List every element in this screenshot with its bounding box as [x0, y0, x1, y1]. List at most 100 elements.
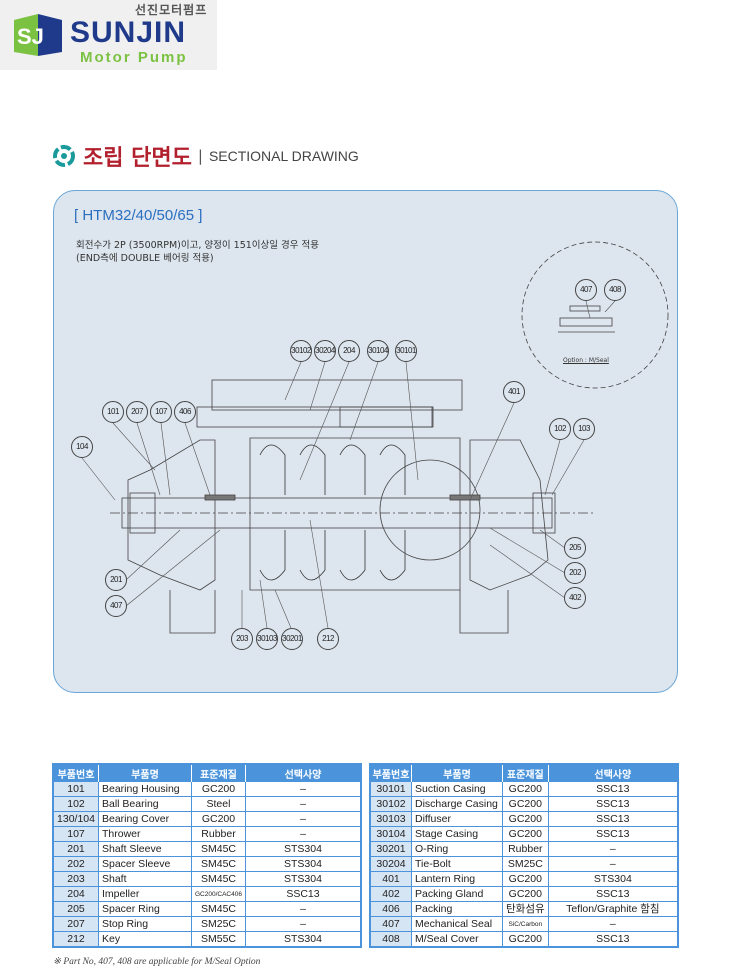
material-cell: GC200: [502, 931, 549, 948]
part-no-cell: 102: [52, 796, 99, 812]
header-option: 선택사양: [245, 764, 362, 782]
header-part-name: 부품명: [411, 764, 503, 782]
header-part-no: 부품번호: [370, 764, 412, 782]
part-name-cell: Packing Gland: [411, 886, 503, 902]
part-name-cell: M/Seal Cover: [411, 931, 503, 948]
option-cell: STS304: [244, 871, 362, 887]
title-separator: |: [197, 147, 203, 165]
part-no-cell: 30204: [369, 856, 412, 872]
footnote: ※ Part No, 407, 408 are applicable for M…: [53, 957, 261, 967]
section-title: 조립 단면도 | SECTIONAL DRAWING: [53, 140, 359, 172]
sunjin-logo: SJ 선진모터펌프 SUNJIN Motor Pump: [0, 0, 217, 70]
logo-name: SUNJIN: [70, 16, 187, 49]
option-cell: –: [244, 901, 362, 917]
title-english: SECTIONAL DRAWING: [208, 148, 359, 164]
header-option: 선택사양: [548, 764, 679, 782]
part-no-cell: 130/104: [52, 811, 99, 827]
part-name-cell: Discharge Casing: [411, 796, 503, 812]
part-name-cell: Packing: [411, 901, 503, 917]
material-cell: GC200: [191, 811, 246, 827]
part-no-cell: 212: [52, 931, 99, 948]
part-no-cell: 205: [52, 901, 99, 917]
option-cell: –: [244, 796, 362, 812]
callout-101: 101: [102, 401, 124, 423]
option-cell: SSC13: [547, 886, 679, 902]
part-name-cell: Diffuser: [411, 811, 503, 827]
part-name-cell: Ball Bearing: [98, 796, 192, 812]
header-material: 표준재질: [502, 764, 549, 782]
option-cell: –: [244, 916, 362, 932]
part-name-cell: Stop Ring: [98, 916, 192, 932]
option-cell: STS304: [244, 856, 362, 872]
part-name-cell: Shaft Sleeve: [98, 841, 192, 857]
material-cell: SM45C: [191, 901, 246, 917]
option-cell: –: [547, 916, 679, 932]
material-cell: SiC/Carbon: [502, 916, 549, 932]
callout-402: 402: [564, 587, 586, 609]
option-cell: STS304: [244, 931, 362, 948]
option-cell: STS304: [547, 871, 679, 887]
part-name-cell: O-Ring: [411, 841, 503, 857]
callout-30103: 30103: [256, 628, 278, 650]
callout-203: 203: [231, 628, 253, 650]
part-name-cell: Shaft: [98, 871, 192, 887]
part-name-cell: Lantern Ring: [411, 871, 503, 887]
part-no-cell: 407: [369, 916, 412, 932]
option-cell: SSC13: [244, 886, 362, 902]
option-cell: STS304: [244, 841, 362, 857]
callout-30104: 30104: [367, 340, 389, 362]
part-name-cell: Suction Casing: [411, 781, 503, 797]
callout-407: 407: [105, 595, 127, 617]
material-cell: Steel: [191, 796, 246, 812]
sectional-drawing: [81, 241, 669, 634]
option-cell: –: [244, 811, 362, 827]
part-name-cell: Spacer Sleeve: [98, 856, 192, 872]
material-cell: GC200: [191, 781, 246, 797]
part-no-cell: 101: [52, 781, 99, 797]
part-no-cell: 30201: [369, 841, 412, 857]
material-cell: GC200: [502, 811, 549, 827]
sj-logo-mark-icon: SJ: [14, 14, 62, 56]
option-detail-circle: [521, 241, 669, 389]
callout-103: 103: [573, 418, 595, 440]
callout-option-407: 407: [575, 279, 597, 301]
callout-107: 107: [150, 401, 172, 423]
part-no-cell: 202: [52, 856, 99, 872]
material-cell: SM55C: [191, 931, 246, 948]
callout-406: 406: [174, 401, 196, 423]
part-name-cell: Bearing Cover: [98, 811, 192, 827]
callout-212: 212: [317, 628, 339, 650]
option-cell: SSC13: [547, 796, 679, 812]
material-cell: GC200: [502, 886, 549, 902]
svg-text:SJ: SJ: [17, 24, 44, 49]
part-no-cell: 30101: [369, 781, 412, 797]
callout-option-408: 408: [604, 279, 626, 301]
option-cell: SSC13: [547, 811, 679, 827]
part-name-cell: Spacer Ring: [98, 901, 192, 917]
material-cell: SM45C: [191, 871, 246, 887]
header-part-name: 부품명: [98, 764, 192, 782]
title-korean: 조립 단면도: [83, 146, 192, 171]
option-cell: –: [244, 826, 362, 842]
material-cell: GC200: [502, 781, 549, 797]
part-name-cell: Impeller: [98, 886, 192, 902]
option-label: Option : M/Seal: [563, 357, 609, 364]
